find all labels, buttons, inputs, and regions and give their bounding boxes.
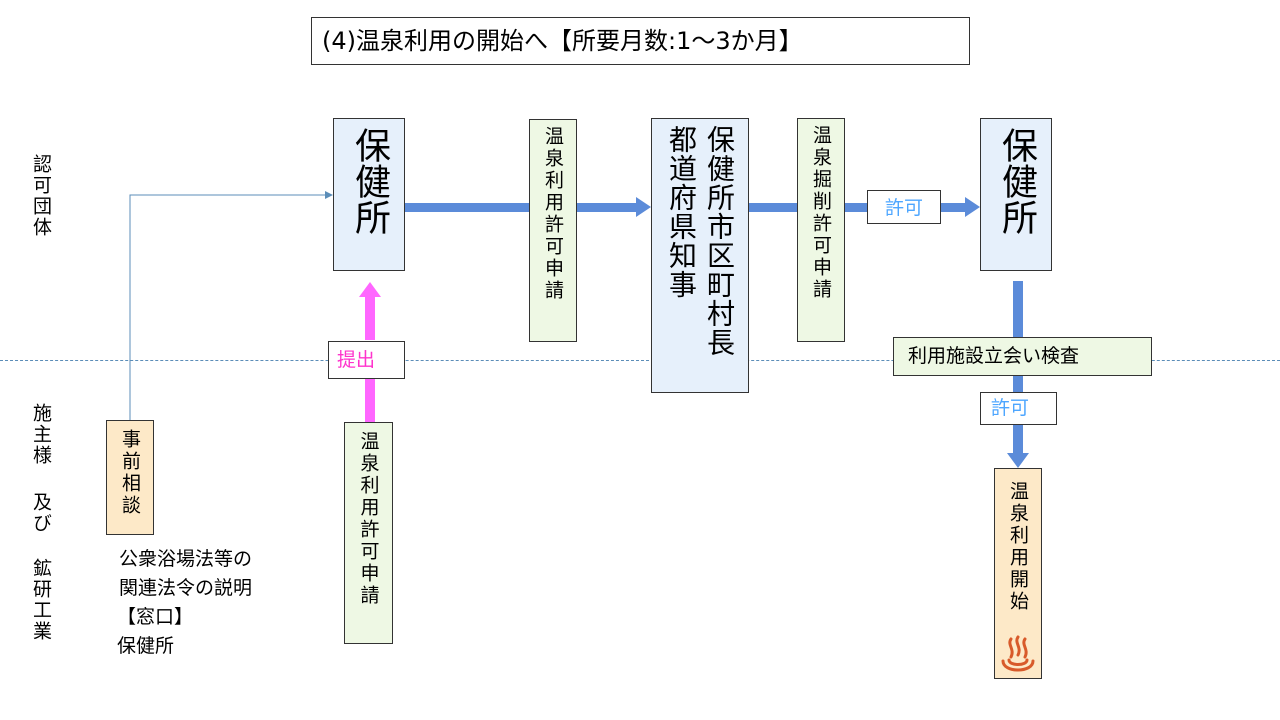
- submit-arrow-head: [359, 282, 381, 297]
- lane-divider: [0, 360, 1280, 361]
- flow-arrow-5-shaft: [941, 203, 966, 212]
- submit-arrow-shaft-upper: [365, 296, 375, 340]
- flow-arrow-down-1: [1013, 281, 1023, 337]
- lane-label-lower-3: 鉱研工業: [30, 558, 52, 642]
- note-line-2: 関連法令の説明: [119, 577, 253, 599]
- onsen-riyo-kyoka-top-box: 温泉利用許可申請: [529, 119, 577, 342]
- flow-arrow-down-3-head: [1007, 453, 1029, 468]
- jizen-sodan-box: 事前相談: [106, 420, 154, 535]
- onsen-kussaku-kyoka-box: 温泉掘削許可申請: [797, 118, 845, 342]
- jizen-sodan-text: 事前相談: [119, 429, 141, 517]
- onsen-riyo-kaishi-text: 温泉利用開始: [1007, 480, 1029, 613]
- lane-label-upper: 認可団体: [30, 154, 52, 238]
- lane-label-lower-1: 施主様: [30, 403, 52, 466]
- hokenjo-right-box: 保健所: [980, 118, 1052, 271]
- hokenjo-left-box: 保健所: [333, 118, 405, 271]
- flow-arrow-4: [845, 203, 867, 212]
- onsen-riyo-kyoka-bottom-box: 温泉利用許可申請: [344, 422, 393, 644]
- onsen-riyo-kyoka-bottom-text: 温泉利用許可申請: [357, 431, 380, 607]
- onsen-riyo-kyoka-top-text: 温泉利用許可申請: [542, 126, 564, 302]
- inspection-label: 利用施設立会い検査: [893, 337, 1152, 376]
- submit-arrow-shaft-lower: [365, 379, 375, 422]
- governor-box: 都道府県知事 保健所市区町村長: [651, 118, 749, 393]
- kyoka-label-2: 許可: [980, 392, 1057, 425]
- hokenjo-right-text: 保健所: [996, 127, 1037, 235]
- page-title: (4)温泉利用の開始へ【所要月数:1〜3か月】: [311, 17, 970, 65]
- lane-label-lower-2: 及び: [30, 492, 52, 534]
- hot-spring-icon: [1001, 635, 1035, 671]
- consult-connector: [129, 191, 333, 420]
- governor-text-2: 保健所市区町村長: [703, 125, 736, 357]
- flow-arrow-down-2: [1013, 375, 1023, 392]
- note-line-3: 【窓口】: [117, 606, 194, 628]
- onsen-riyo-kaishi-box: 温泉利用開始: [994, 468, 1042, 679]
- flow-arrow-2-head: [636, 197, 651, 217]
- note-line-4: 保健所: [117, 635, 175, 657]
- kyoka-label-1: 許可: [867, 190, 941, 224]
- flow-arrow-down-3-shaft: [1013, 425, 1023, 455]
- teishutsu-label: 提出: [328, 341, 405, 379]
- note-line-1: 公衆浴場法等の: [119, 548, 253, 570]
- onsen-kussaku-kyoka-text: 温泉掘削許可申請: [810, 125, 832, 301]
- hokenjo-left-text: 保健所: [349, 127, 390, 235]
- flow-arrow-3: [749, 203, 797, 212]
- flow-arrow-5-head: [965, 197, 980, 217]
- flow-arrow-1: [405, 203, 529, 212]
- governor-text-1: 都道府県知事: [665, 125, 698, 299]
- note-block: 公衆浴場法等の 関連法令の説明 【窓口】 保健所: [117, 545, 252, 661]
- flow-arrow-2-shaft: [577, 203, 637, 212]
